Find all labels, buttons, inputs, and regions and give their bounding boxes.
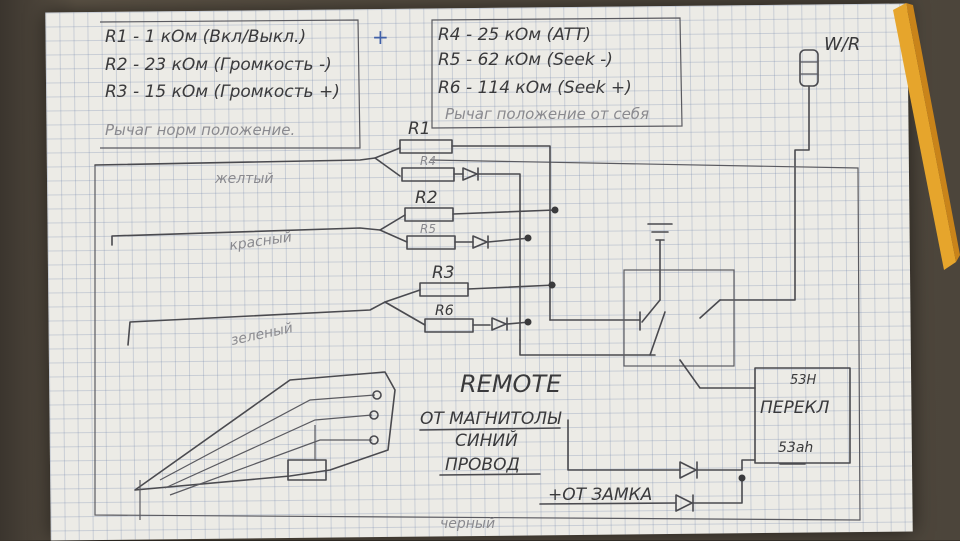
wire-label-yellow: желтый [214, 171, 273, 187]
diode-icon [472, 235, 488, 249]
legend-r6: R6 - 114 кОм (Seek +) [438, 78, 632, 98]
plug-resistor [287, 459, 327, 481]
diode-icon [491, 317, 507, 331]
ignition-label: +ОТ ЗАМКА [548, 485, 652, 505]
resistor-ladder [94, 139, 656, 356]
label-r6: R6 [435, 303, 454, 319]
resistor-r5 [406, 235, 456, 250]
harness-connector-plug [134, 371, 396, 520]
legend-left-note: Рычаг норм положение. [105, 121, 295, 139]
resistor-r1 [399, 139, 453, 154]
label-r3: R3 [432, 263, 455, 283]
resistor-r4 [401, 167, 455, 182]
legend-r2: R2 - 23 кОм (Громкость -) [105, 55, 332, 75]
switch-box-middle: ПЕРЕКЛ [760, 398, 830, 418]
legend-r3: R3 - 15 кОм (Громкость +) [105, 82, 340, 102]
wire-label-black: черный [440, 516, 495, 532]
label-r4: R4 [420, 154, 436, 168]
wire-label-green: зеленый [230, 320, 295, 349]
wire-label-red: красный [228, 229, 293, 254]
switch-box [754, 367, 851, 465]
legend-r5: R5 - 62 кОм (Seek -) [438, 50, 613, 70]
plus-sign: + [372, 25, 389, 49]
legend-right-note: Рычаг положение от себя [445, 105, 649, 123]
legend-r4: R4 - 25 кОм (ATT) [438, 25, 591, 45]
diode-icon [675, 494, 693, 512]
relay-switch [623, 223, 756, 389]
stalk-connector-icon [719, 49, 819, 301]
remote-line1: ОТ МАГНИТОЛЫ [420, 409, 562, 429]
switch-box-top: 53H [790, 373, 817, 388]
corner-label-wr: W/R [824, 34, 860, 55]
output-diodes [539, 459, 756, 512]
remote-title: REMOTE [460, 370, 562, 398]
remote-wire [567, 419, 681, 471]
legend-right-box [431, 17, 683, 129]
label-r5: R5 [420, 222, 436, 236]
outer-harness-wire [94, 159, 861, 521]
label-r2: R2 [415, 188, 438, 208]
remote-line2: СИНИЙ [455, 429, 518, 451]
switch-box-bottom: 53ah [778, 440, 813, 456]
diode-icon [679, 461, 697, 479]
resistor-r6 [424, 318, 474, 333]
remote-line3: ПРОВОД [445, 455, 520, 475]
diode-icon [462, 167, 478, 181]
legend-left-box [99, 19, 361, 149]
legend-r1: R1 - 1 кОм (Вкл/Выкл.) [105, 27, 306, 47]
resistor-r2 [404, 207, 454, 222]
label-r1: R1 [408, 119, 431, 139]
resistor-r3 [419, 282, 469, 297]
remote-underline [419, 427, 561, 476]
